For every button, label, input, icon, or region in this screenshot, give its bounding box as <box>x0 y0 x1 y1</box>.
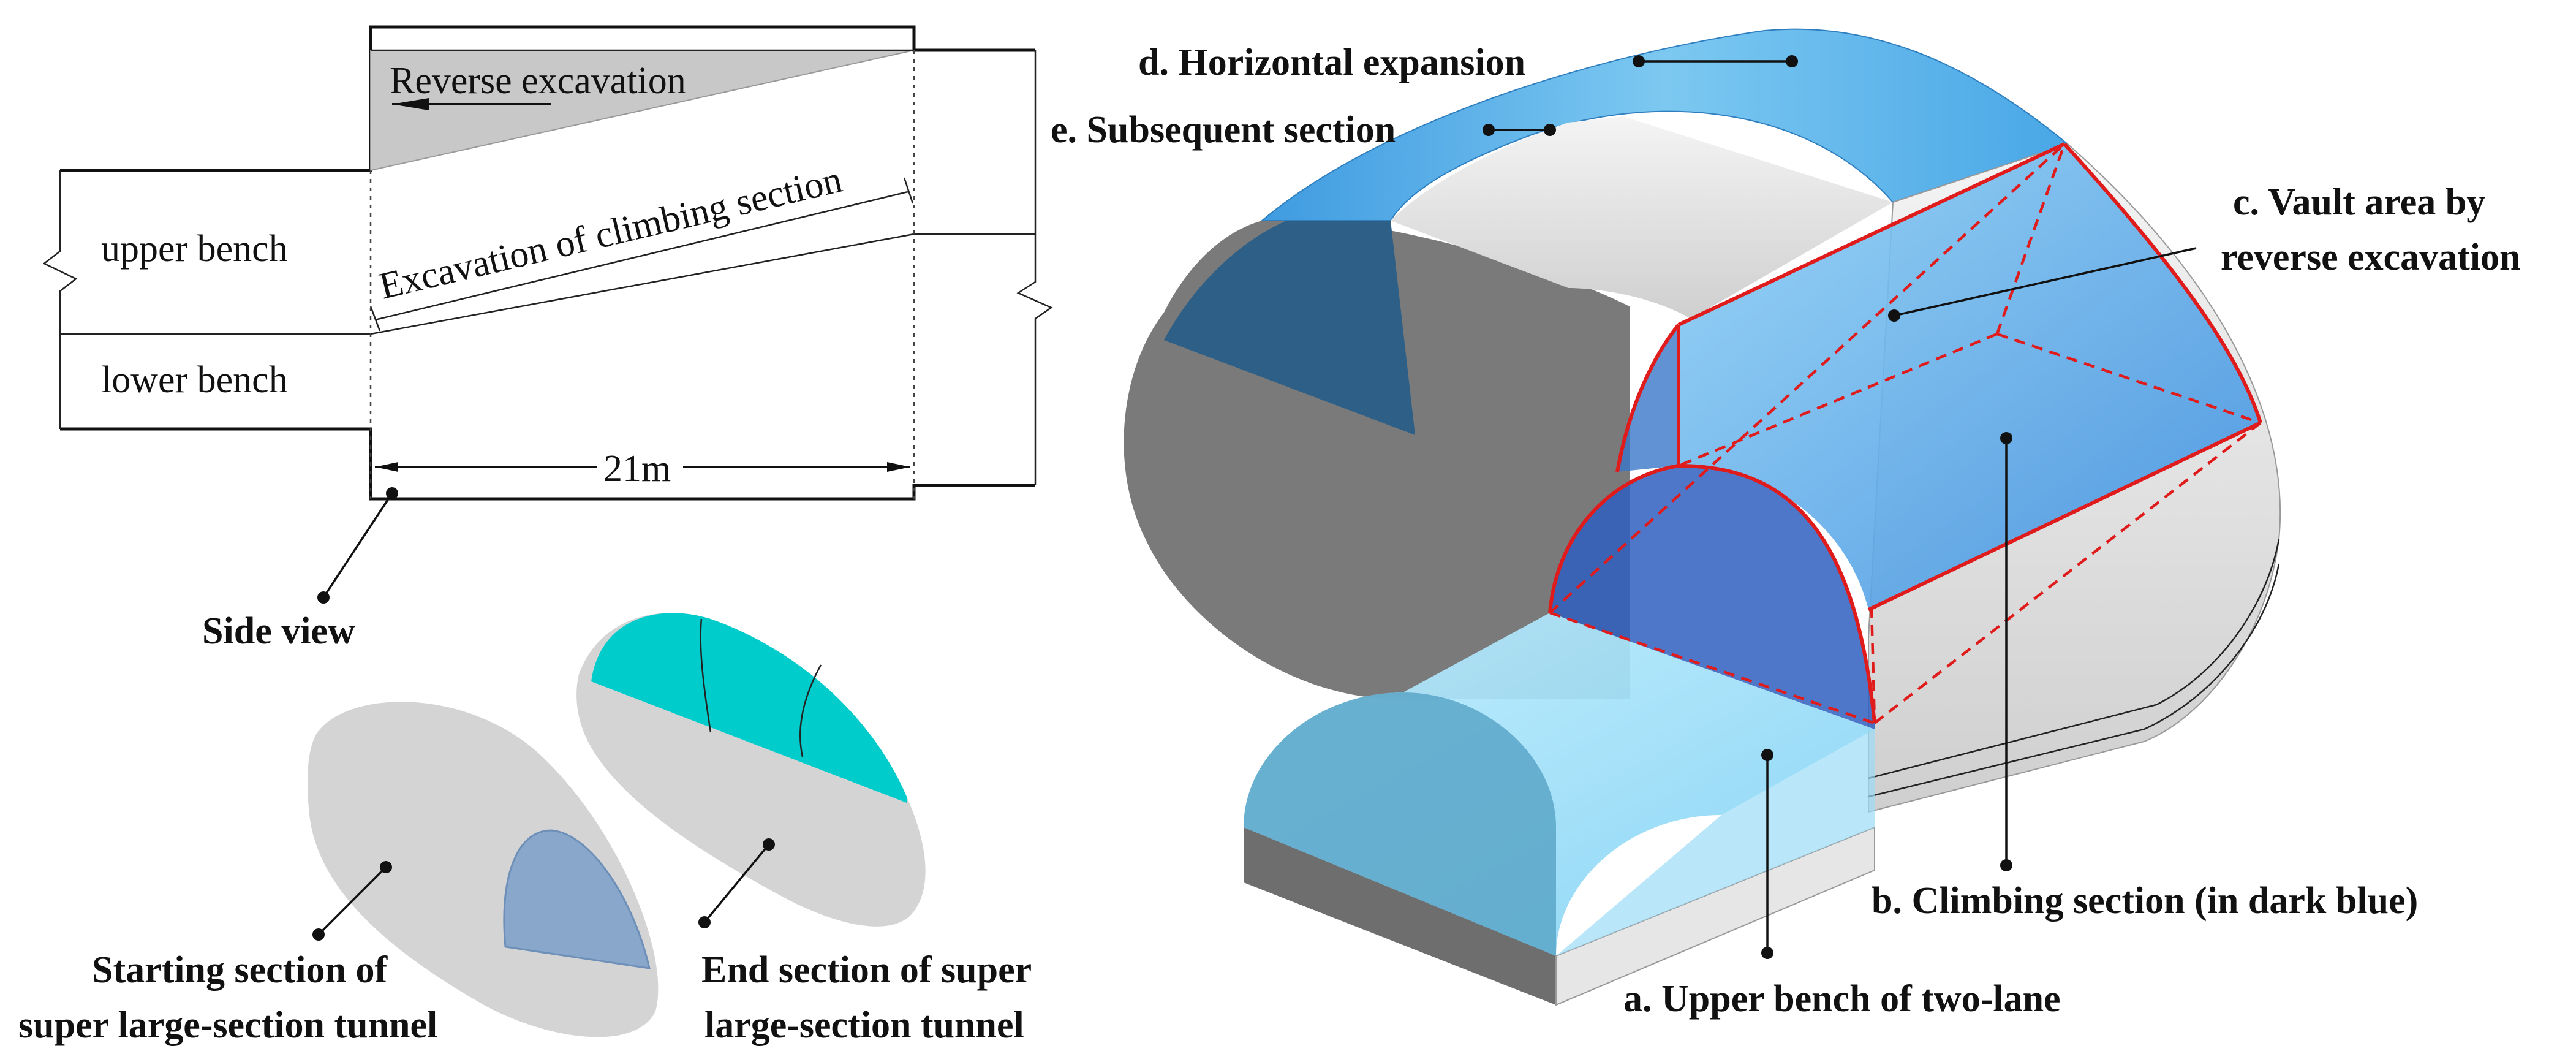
label-e-subsequent-section: e. Subsequent section <box>1051 109 1396 151</box>
side-view-bottom-outline <box>60 427 1035 501</box>
end-section-caption-line2: large-section tunnel <box>704 1004 1024 1046</box>
starting-section-small-tunnel <box>503 829 651 969</box>
climbing-excavation-label: Excavation of climbing section <box>376 159 846 308</box>
label-c-vault-line2: reverse excavation <box>2221 237 2521 278</box>
label-d-horizontal-expansion: d. Horizontal expansion <box>1138 42 1525 83</box>
cross-sections: Starting section of super large-section … <box>18 613 1032 1046</box>
label-c-vault-line1: c. Vault area by <box>2233 181 2485 223</box>
left-break-mark <box>42 170 78 429</box>
upper-bench-front-face <box>1244 692 1556 956</box>
dark-vault-wedge <box>1164 211 1415 435</box>
reverse-excavation-label: Reverse excavation <box>390 60 686 102</box>
side-view-diagram: Reverse excavation upper bench lower ben… <box>42 25 1053 652</box>
starting-section-caption-line1: Starting section of <box>92 949 388 991</box>
upper-bench-base <box>1244 827 1556 1005</box>
end-section-vault-area <box>591 613 907 803</box>
label-b-climbing-section: b. Climbing section (in dark blue) <box>1872 880 2418 922</box>
side-view-caption: Side view <box>202 610 355 652</box>
subsequent-section-band <box>1391 116 1893 319</box>
starting-section-caption-line2: super large-section tunnel <box>18 1004 437 1046</box>
label-a-upper-bench: a. Upper bench of two-lane <box>1623 978 2061 1020</box>
right-break-mark <box>1016 50 1053 485</box>
vault-area-reverse <box>1679 144 2261 610</box>
lower-bench-label: lower bench <box>101 359 288 401</box>
length-label: 21m <box>603 448 671 490</box>
tunnel-3d-model: d. Horizontal expansion e. Subsequent se… <box>1051 28 2521 1020</box>
vault-front-curved-face <box>1617 325 1679 472</box>
climbing-section-dark <box>1550 466 1875 729</box>
horizontal-expansion-shell <box>1260 28 2069 221</box>
end-section-caption-line1: End section of super <box>701 949 1032 991</box>
side-view-outline <box>60 25 1035 172</box>
upper-bench-label: upper bench <box>101 228 288 270</box>
